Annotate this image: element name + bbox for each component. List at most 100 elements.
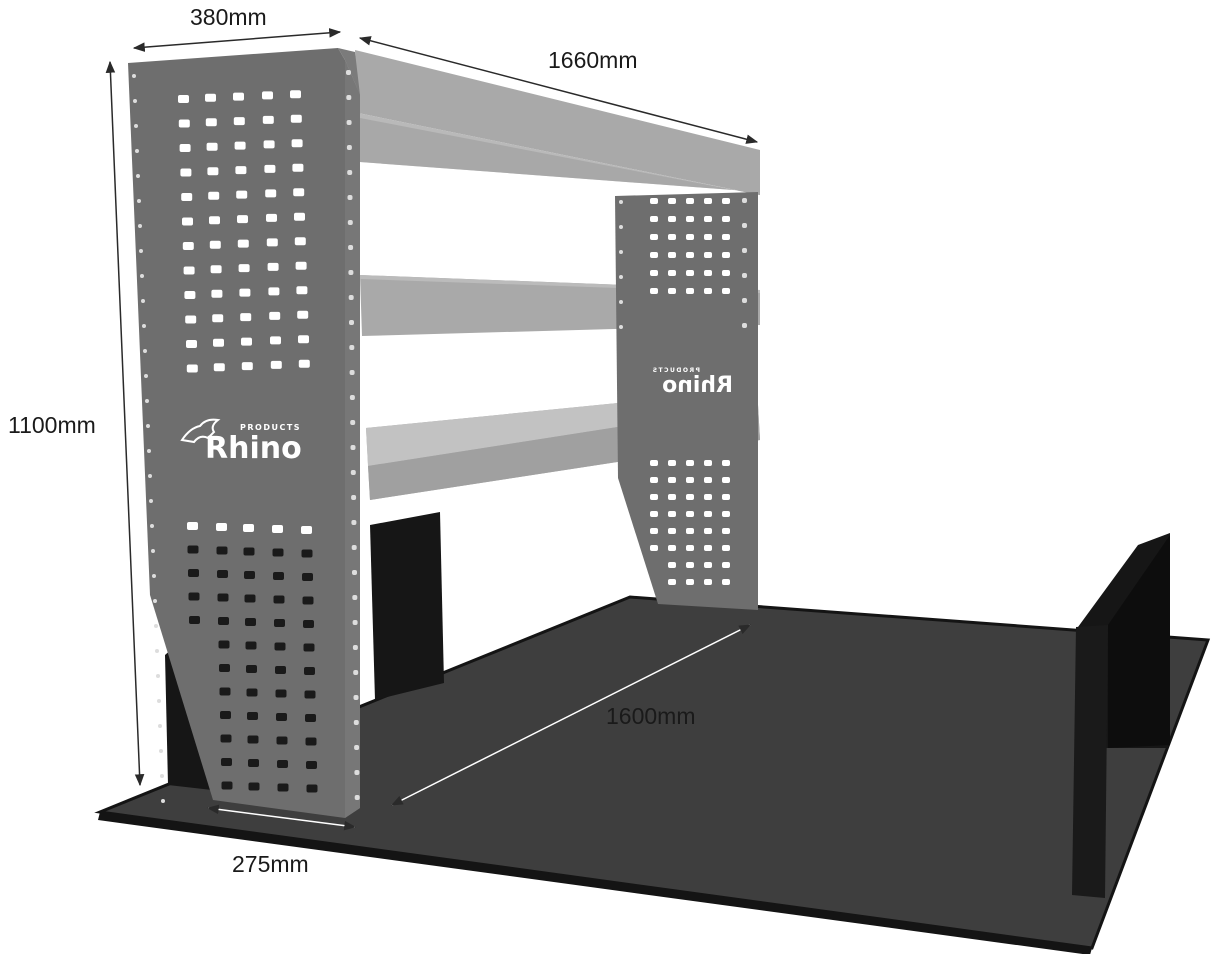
panel-hole — [219, 687, 231, 696]
panel-hole — [686, 216, 694, 222]
panel-hole — [155, 649, 159, 653]
panel-hole — [650, 198, 658, 204]
panel-hole — [291, 139, 303, 148]
panel-hole — [217, 570, 228, 578]
panel-hole — [668, 511, 676, 517]
brand-tagline: PRODUCTS — [240, 423, 301, 432]
panel-hole — [686, 545, 694, 551]
panel-hole — [276, 713, 287, 721]
panel-hole — [269, 311, 281, 320]
panel-hole — [270, 360, 282, 369]
panel-hole — [183, 266, 195, 275]
panel-hole — [212, 314, 224, 323]
panel-hole — [704, 460, 712, 466]
panel-hole — [650, 528, 658, 534]
panel-hole — [188, 569, 199, 577]
panel-hole — [303, 643, 315, 652]
panel-hole — [211, 289, 223, 298]
panel-hole — [233, 92, 244, 101]
panel-hole — [346, 120, 352, 125]
panel-hole — [294, 212, 305, 221]
panel-hole — [274, 619, 285, 627]
panel-hole — [722, 477, 730, 483]
panel-hole — [305, 737, 317, 746]
panel-hole — [351, 520, 357, 525]
height-dimension-line — [105, 60, 145, 787]
panel-hole — [722, 216, 730, 222]
panel-hole — [209, 216, 220, 225]
panel-hole — [205, 93, 216, 102]
panel-hole — [219, 664, 230, 672]
panel-hole — [722, 494, 730, 500]
panel-hole — [158, 724, 162, 728]
panel-hole — [209, 240, 221, 249]
panel-hole — [298, 335, 309, 344]
panel-hole — [294, 237, 306, 246]
panel-hole — [180, 168, 192, 177]
panel-hole — [178, 95, 189, 103]
panel-hole — [350, 470, 356, 475]
panel-hole — [722, 252, 730, 258]
panel-hole — [353, 670, 359, 675]
panel-hole — [686, 579, 694, 585]
panel-hole — [234, 141, 246, 150]
panel-hole — [668, 579, 676, 585]
panel-hole — [704, 494, 712, 500]
panel-hole — [352, 620, 358, 625]
panel-hole — [188, 592, 200, 601]
panel-hole — [742, 273, 747, 278]
panel-hole — [349, 395, 355, 400]
panel-hole — [619, 325, 623, 329]
panel-hole — [704, 562, 712, 568]
panel-hole — [276, 736, 288, 745]
panel-hole — [722, 460, 730, 466]
panel-hole — [305, 714, 316, 722]
panel-hole — [668, 252, 676, 258]
panel-hole — [206, 142, 218, 151]
panel-hole — [704, 198, 712, 204]
panel-hole — [302, 596, 314, 605]
panel-hole — [208, 191, 220, 200]
panel-hole — [150, 524, 154, 528]
panel-hole — [704, 528, 712, 534]
panel-hole — [292, 163, 304, 172]
panel-hole — [142, 324, 146, 328]
panel-hole — [139, 249, 143, 253]
panel-hole — [722, 562, 730, 568]
panel-hole — [295, 261, 307, 270]
panel-hole — [218, 640, 230, 649]
panel-hole — [686, 198, 694, 204]
panel-hole — [722, 528, 730, 534]
panel-hole — [722, 234, 730, 240]
panel-hole — [266, 238, 278, 247]
panel-hole — [265, 189, 277, 198]
panel-hole — [290, 114, 302, 123]
panel-hole — [301, 549, 313, 558]
panel-hole — [353, 695, 359, 700]
panel-hole — [303, 620, 314, 628]
base-label: 275mm — [232, 851, 309, 877]
panel-hole — [221, 758, 232, 766]
panel-hole — [668, 460, 676, 466]
panel-hole — [668, 288, 676, 294]
panel-hole — [161, 799, 165, 803]
panel-hole — [348, 295, 354, 300]
panel-hole — [704, 270, 712, 276]
panel-hole — [668, 528, 676, 534]
panel-hole — [650, 511, 658, 517]
panel-hole — [152, 574, 156, 578]
depth-label: 1600mm — [606, 703, 695, 729]
panel-hole — [650, 477, 658, 483]
brand-name: Rhino — [205, 431, 302, 466]
panel-hole — [263, 140, 275, 149]
left-panel-holes — [178, 90, 318, 793]
panel-hole — [245, 641, 257, 650]
panel-hole — [704, 216, 712, 222]
panel-hole — [221, 781, 233, 790]
panel-hole — [243, 524, 254, 532]
panel-hole — [245, 618, 256, 626]
panel-hole — [722, 511, 730, 517]
panel-hole — [218, 617, 229, 625]
panel-hole — [241, 337, 252, 346]
